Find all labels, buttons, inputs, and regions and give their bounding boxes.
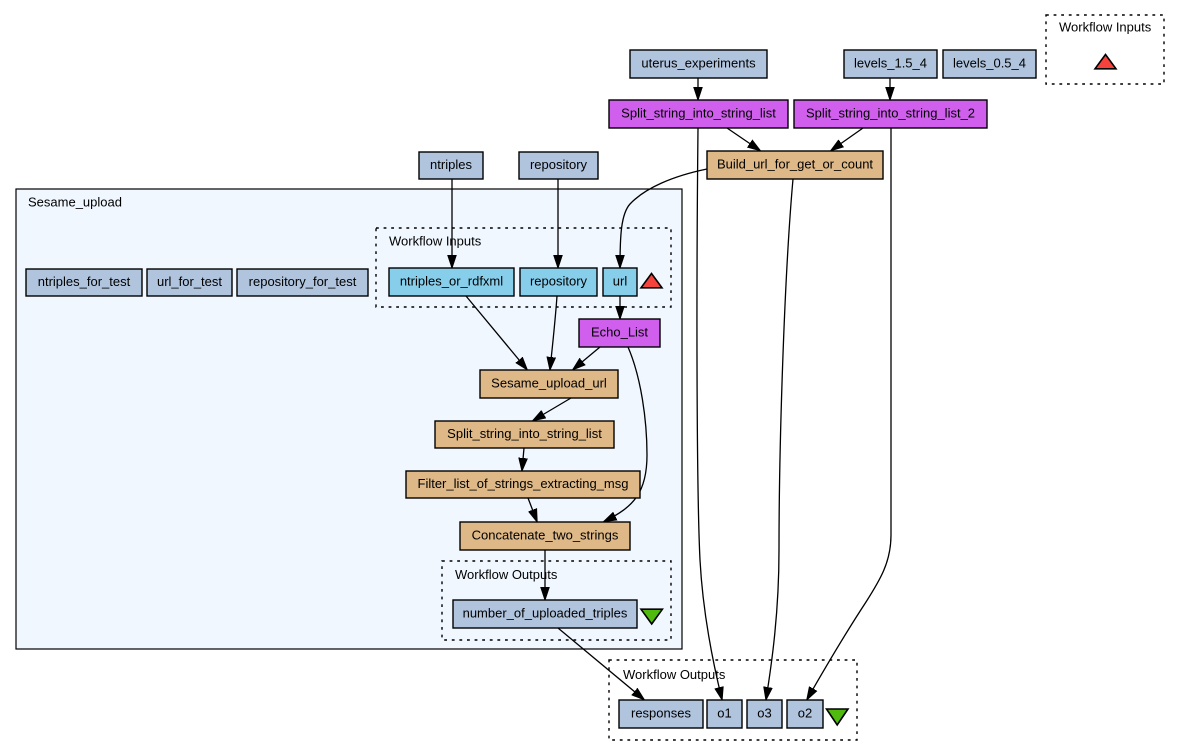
svg-text:url_for_test: url_for_test bbox=[157, 274, 222, 289]
svg-text:repository_for_test: repository_for_test bbox=[249, 274, 357, 289]
svg-text:levels_1.5_4: levels_1.5_4 bbox=[854, 56, 927, 71]
svg-text:Filter_list_of_strings_extract: Filter_list_of_strings_extracting_msg bbox=[418, 476, 629, 491]
svg-text:ntriples_or_rdfxml: ntriples_or_rdfxml bbox=[400, 274, 503, 289]
svg-text:url: url bbox=[613, 274, 628, 289]
svg-text:Workflow Inputs: Workflow Inputs bbox=[1059, 20, 1152, 35]
svg-text:o1: o1 bbox=[717, 706, 731, 721]
svg-text:number_of_uploaded_triples: number_of_uploaded_triples bbox=[463, 606, 628, 621]
svg-text:repository: repository bbox=[530, 274, 588, 289]
svg-text:Workflow Inputs: Workflow Inputs bbox=[389, 234, 482, 249]
svg-text:repository: repository bbox=[530, 157, 588, 172]
svg-text:o2: o2 bbox=[798, 706, 812, 721]
svg-text:Sesame_upload_url: Sesame_upload_url bbox=[491, 376, 607, 391]
svg-text:Split_string_into_string_list_: Split_string_into_string_list_2 bbox=[806, 106, 975, 121]
svg-text:Workflow Outputs: Workflow Outputs bbox=[623, 667, 726, 682]
svg-text:Split_string_into_string_list: Split_string_into_string_list bbox=[621, 106, 776, 121]
svg-text:Echo_List: Echo_List bbox=[591, 325, 648, 340]
svg-text:uterus_experiments: uterus_experiments bbox=[641, 56, 756, 71]
svg-text:Concatenate_two_strings: Concatenate_two_strings bbox=[472, 528, 619, 543]
svg-text:Sesame_upload: Sesame_upload bbox=[28, 195, 122, 210]
svg-text:levels_0.5_4: levels_0.5_4 bbox=[953, 56, 1026, 71]
svg-text:ntriples_for_test: ntriples_for_test bbox=[38, 274, 131, 289]
svg-text:Workflow Outputs: Workflow Outputs bbox=[455, 567, 558, 582]
svg-text:o3: o3 bbox=[757, 706, 771, 721]
svg-text:responses: responses bbox=[631, 706, 691, 721]
svg-text:ntriples: ntriples bbox=[430, 157, 472, 172]
svg-text:Build_url_for_get_or_count: Build_url_for_get_or_count bbox=[717, 157, 873, 172]
svg-text:Split_string_into_string_list: Split_string_into_string_list bbox=[447, 426, 602, 441]
